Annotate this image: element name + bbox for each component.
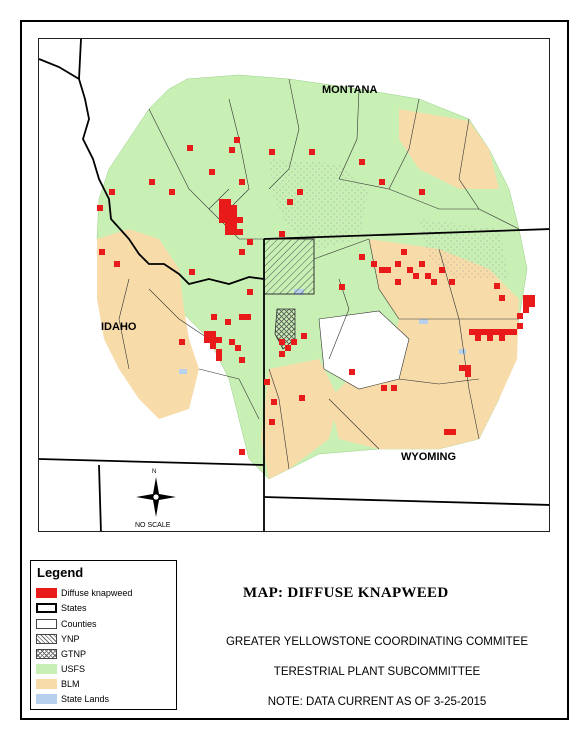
legend-title: Legend: [37, 565, 84, 580]
subtitle-subcommittee: TERESTRIAL PLANT SUBCOMMITTEE: [273, 666, 481, 678]
blm-area-wyoming-east: [329, 239, 519, 449]
knapweed-markers: [97, 137, 535, 455]
ynp-area: [263, 238, 315, 295]
state-label-montana: MONTANA: [322, 84, 378, 96]
legend-item-knapweed: Diffuse knapweed: [36, 587, 132, 599]
subtitle-committee: GREATER YELLOWSTONE COORDINATING COMMITE…: [225, 636, 528, 648]
counties-swatch-icon: [36, 619, 57, 629]
usfs-swatch-icon: [36, 664, 57, 674]
map-canvas: [39, 39, 549, 531]
states-swatch-icon: [36, 603, 57, 613]
legend: Legend Diffuse knapweed States Counties …: [30, 560, 177, 710]
gtnp-swatch-icon: [36, 649, 57, 659]
legend-item-state-lands: State Lands: [36, 693, 109, 705]
legend-item-gtnp: GTNP: [36, 648, 86, 660]
legend-item-usfs: USFS: [36, 663, 85, 675]
legend-item-counties: Counties: [36, 618, 97, 630]
blm-area-idaho: [97, 229, 199, 419]
map-area: MONTANA IDAHO WYOMING N NO SCALE: [38, 38, 550, 532]
north-arrow-icon: N: [136, 469, 176, 519]
legend-item-ynp: YNP: [36, 633, 80, 645]
knapweed-swatch-icon: [36, 588, 57, 598]
legend-item-states: States: [36, 602, 87, 614]
map-title: MAP: DIFFUSE KNAPWEED: [243, 585, 449, 601]
ynp-swatch-icon: [36, 634, 57, 644]
state-label-idaho: IDAHO: [101, 321, 137, 333]
state-label-wyoming: WYOMING: [401, 451, 456, 463]
data-current-note: NOTE: DATA CURRENT AS OF 3-25-2015: [267, 696, 487, 708]
no-scale-label: NO SCALE: [135, 522, 171, 529]
legend-item-blm: BLM: [36, 678, 80, 690]
compass-north-label: N: [152, 469, 157, 475]
blm-area-south: [261, 359, 339, 479]
state-lands-swatch-icon: [36, 694, 57, 704]
blm-swatch-icon: [36, 679, 57, 689]
blm-area-montana: [399, 109, 499, 189]
